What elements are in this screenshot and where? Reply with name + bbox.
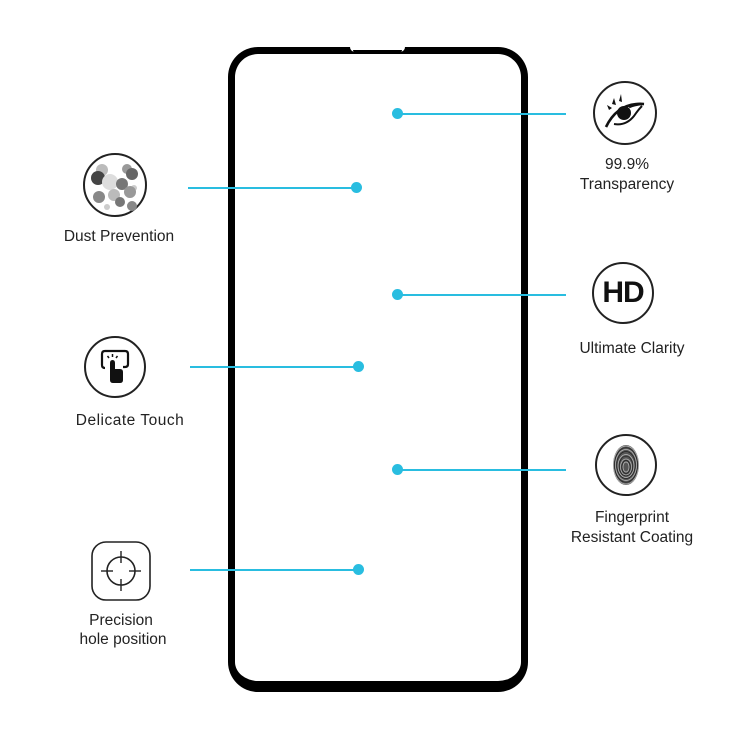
crosshair-icon [91, 541, 151, 601]
phone-screen-outline [228, 47, 528, 692]
callout-line-precision [190, 569, 358, 571]
hd-icon-text: HD [602, 276, 644, 309]
feature-label-dust: Dust Prevention [63, 228, 175, 245]
callout-dot-precision [353, 564, 364, 575]
feature-label-fingerprint-line2: Resistant Coating [570, 529, 694, 546]
feature-label-touch: Delicate Touch [75, 412, 185, 429]
feature-label-precision-line2: hole position [79, 631, 167, 648]
callout-dot-touch [353, 361, 364, 372]
callout-dot-clarity [392, 289, 403, 300]
phone-notch [350, 47, 405, 52]
dust-particles-icon [83, 153, 147, 217]
phone-notch-edge [353, 50, 402, 53]
feature-label-transparency-line1: 99.9% [605, 156, 649, 173]
callout-dot-fingerprint [392, 464, 403, 475]
callout-line-touch [190, 366, 358, 368]
callout-line-fingerprint [398, 469, 566, 471]
callout-line-dust [188, 187, 356, 189]
feature-label-clarity: Ultimate Clarity [579, 340, 685, 357]
feature-label-precision-line1: Precision [89, 612, 153, 629]
feature-label-fingerprint-line1: Fingerprint [594, 509, 670, 526]
callout-line-transparency [398, 113, 566, 115]
callout-dot-transparency [392, 108, 403, 119]
touch-finger-icon [84, 336, 146, 398]
fingerprint-icon [595, 434, 657, 496]
eye-icon [593, 81, 657, 145]
callout-dot-dust [351, 182, 362, 193]
feature-label-transparency-line2: Transparency [579, 176, 675, 193]
callout-line-clarity [398, 294, 566, 296]
hd-icon: HD [592, 262, 654, 324]
